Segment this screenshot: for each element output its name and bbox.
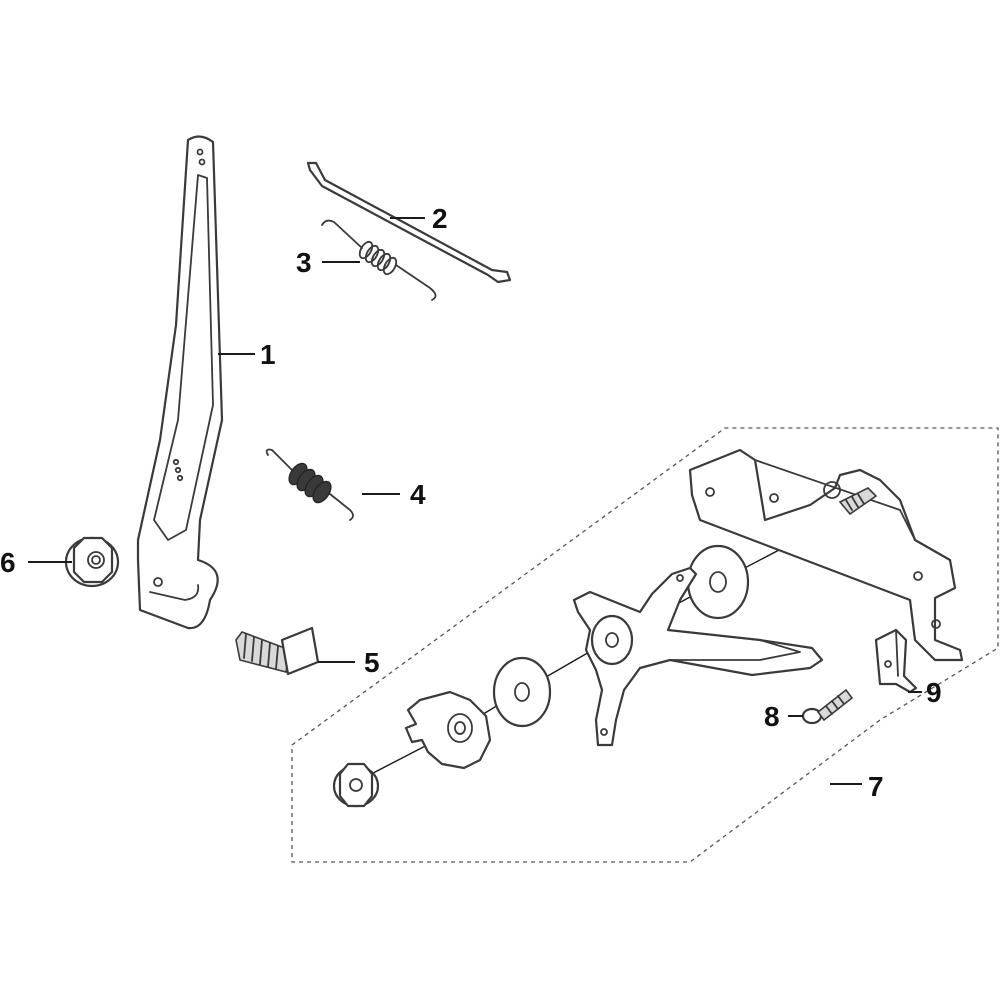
part-3-spring xyxy=(321,219,437,301)
part-3-spring-coils xyxy=(358,240,398,276)
callout-1: 1 xyxy=(260,339,276,370)
callout-labels: 1 2 3 4 5 6 7 8 9 xyxy=(0,203,942,802)
part-8-screw xyxy=(801,688,854,725)
part-7-large-washer xyxy=(686,544,750,620)
part-7-control-plate xyxy=(572,566,824,747)
part-6-flange-nut xyxy=(64,536,120,588)
part-7-cam-plate xyxy=(404,690,492,770)
part-7-flange-nut xyxy=(332,762,380,808)
callout-2: 2 xyxy=(432,203,448,234)
part-7-mounting-bracket xyxy=(688,448,964,662)
part-5-t-bolt xyxy=(235,626,320,676)
leader-lines xyxy=(28,217,922,785)
part-7-medium-washer xyxy=(492,656,552,728)
part-9-clip xyxy=(874,628,918,694)
part-4-spring xyxy=(265,448,354,521)
assembly-boundary xyxy=(291,427,999,863)
callout-6: 6 xyxy=(0,547,16,578)
callout-7: 7 xyxy=(868,771,884,802)
part-1-control-lever xyxy=(136,135,224,630)
callout-5: 5 xyxy=(364,647,380,678)
callout-8: 8 xyxy=(764,701,780,732)
callout-4: 4 xyxy=(410,479,426,510)
part-2-link-rod xyxy=(306,161,512,284)
callout-9: 9 xyxy=(926,677,942,708)
part-4-spring-coils xyxy=(288,462,332,504)
part-7-bracket-stud xyxy=(838,487,878,516)
callout-3: 3 xyxy=(296,247,312,278)
